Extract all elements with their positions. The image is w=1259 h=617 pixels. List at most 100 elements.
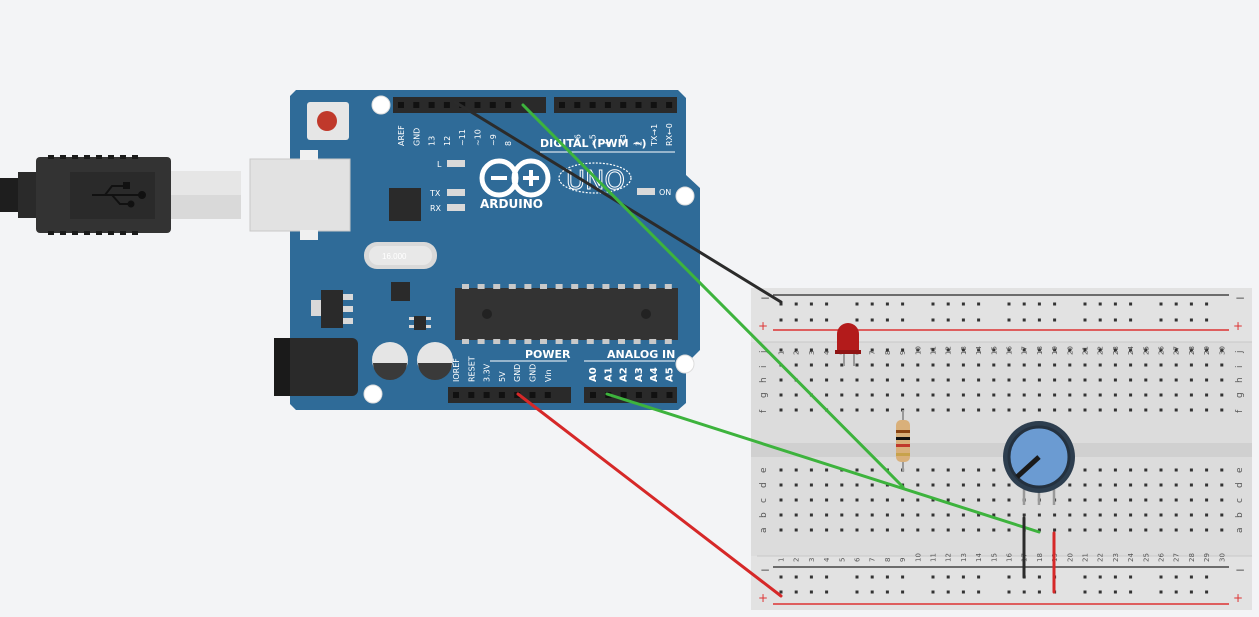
breadboard-hole[interactable] [1098, 378, 1102, 382]
resistor[interactable] [896, 410, 910, 472]
breadboard-hole[interactable] [1007, 408, 1011, 412]
breadboard-hole[interactable] [1113, 528, 1117, 532]
breadboard-hole[interactable] [901, 378, 905, 382]
breadboard-hole[interactable] [1098, 483, 1102, 487]
rail-hole[interactable] [779, 575, 783, 579]
breadboard-hole[interactable] [1098, 348, 1102, 352]
breadboard-hole[interactable] [1220, 408, 1224, 412]
breadboard-hole[interactable] [779, 483, 783, 487]
rail-hole[interactable] [809, 318, 813, 322]
breadboard-hole[interactable] [916, 348, 920, 352]
breadboard-hole[interactable] [1129, 378, 1133, 382]
rail-hole[interactable] [870, 575, 874, 579]
breadboard-hole[interactable] [1189, 468, 1193, 472]
header-pin[interactable] [635, 102, 642, 108]
header-pin[interactable] [398, 102, 404, 108]
breadboard-hole[interactable] [901, 363, 905, 367]
breadboard-hole[interactable] [946, 393, 950, 397]
breadboard-hole[interactable] [1068, 378, 1072, 382]
breadboard-hole[interactable] [1037, 528, 1041, 532]
breadboard-hole[interactable] [1083, 378, 1087, 382]
rail-hole[interactable] [870, 590, 874, 594]
header-pin[interactable] [620, 102, 627, 108]
breadboard-hole[interactable] [809, 483, 813, 487]
header-pin[interactable] [413, 102, 420, 108]
breadboard-hole[interactable] [840, 513, 844, 517]
rail-hole[interactable] [1007, 318, 1011, 322]
breadboard-hole[interactable] [1174, 348, 1178, 352]
breadboard-hole[interactable] [1129, 468, 1133, 472]
breadboard-hole[interactable] [916, 363, 920, 367]
rail-hole[interactable] [1083, 575, 1087, 579]
breadboard-hole[interactable] [1174, 513, 1178, 517]
breadboard-hole[interactable] [1083, 528, 1087, 532]
rail-hole[interactable] [961, 302, 965, 306]
header-pin[interactable] [590, 392, 596, 398]
breadboard-hole[interactable] [1129, 393, 1133, 397]
breadboard-hole[interactable] [1068, 408, 1072, 412]
rail-hole[interactable] [870, 318, 874, 322]
rail-hole[interactable] [1174, 590, 1178, 594]
breadboard-hole[interactable] [977, 363, 981, 367]
breadboard-hole[interactable] [1220, 483, 1224, 487]
header-pin[interactable] [428, 102, 435, 108]
breadboard-hole[interactable] [992, 483, 996, 487]
breadboard-hole[interactable] [961, 408, 965, 412]
breadboard-hole[interactable] [1220, 468, 1224, 472]
breadboard-hole[interactable] [794, 393, 798, 397]
breadboard-hole[interactable] [931, 513, 935, 517]
breadboard-hole[interactable] [840, 393, 844, 397]
breadboard-hole[interactable] [870, 513, 874, 517]
breadboard-hole[interactable] [870, 363, 874, 367]
rail-hole[interactable] [1007, 590, 1011, 594]
breadboard-hole[interactable] [961, 393, 965, 397]
header-pin[interactable] [529, 392, 536, 398]
breadboard-hole[interactable] [992, 513, 996, 517]
breadboard-hole[interactable] [916, 528, 920, 532]
rail-hole[interactable] [931, 590, 935, 594]
rail-hole[interactable] [961, 590, 965, 594]
breadboard-hole[interactable] [1159, 363, 1163, 367]
breadboard-hole[interactable] [1205, 483, 1209, 487]
header-pin[interactable] [574, 102, 581, 108]
breadboard-hole[interactable] [825, 513, 829, 517]
breadboard-hole[interactable] [825, 393, 829, 397]
breadboard-hole[interactable] [840, 483, 844, 487]
breadboard-hole[interactable] [961, 363, 965, 367]
breadboard-hole[interactable] [1113, 378, 1117, 382]
wires[interactable] [453, 100, 1056, 598]
rail-hole[interactable] [885, 590, 889, 594]
breadboard-hole[interactable] [1144, 513, 1148, 517]
breadboard-hole[interactable] [977, 378, 981, 382]
breadboard-hole[interactable] [779, 498, 783, 502]
rail-hole[interactable] [1037, 575, 1041, 579]
breadboard-hole[interactable] [977, 393, 981, 397]
rail-hole[interactable] [779, 302, 783, 306]
breadboard-hole[interactable] [1144, 408, 1148, 412]
breadboard-hole[interactable] [779, 468, 783, 472]
breadboard-hole[interactable] [870, 468, 874, 472]
rail-hole[interactable] [1083, 590, 1087, 594]
breadboard-hole[interactable] [1083, 498, 1087, 502]
breadboard-hole[interactable] [1129, 498, 1133, 502]
rail-hole[interactable] [855, 575, 859, 579]
header-pin[interactable] [620, 392, 627, 398]
breadboard-hole[interactable] [931, 393, 935, 397]
header-pin[interactable] [498, 392, 505, 398]
breadboard-hole[interactable] [870, 393, 874, 397]
usb-cable[interactable] [0, 155, 241, 235]
breadboard-hole[interactable] [794, 363, 798, 367]
breadboard-hole[interactable] [1037, 393, 1041, 397]
breadboard-hole[interactable] [1083, 408, 1087, 412]
breadboard-hole[interactable] [1205, 498, 1209, 502]
breadboard-hole[interactable] [916, 498, 920, 502]
rail-hole[interactable] [1007, 575, 1011, 579]
breadboard-hole[interactable] [1189, 483, 1193, 487]
potentiometer[interactable] [1003, 421, 1075, 505]
breadboard-hole[interactable] [977, 468, 981, 472]
breadboard-hole[interactable] [931, 363, 935, 367]
rail-hole[interactable] [1205, 575, 1209, 579]
wire-a0-green[interactable] [605, 392, 1041, 534]
rail-hole[interactable] [946, 318, 950, 322]
